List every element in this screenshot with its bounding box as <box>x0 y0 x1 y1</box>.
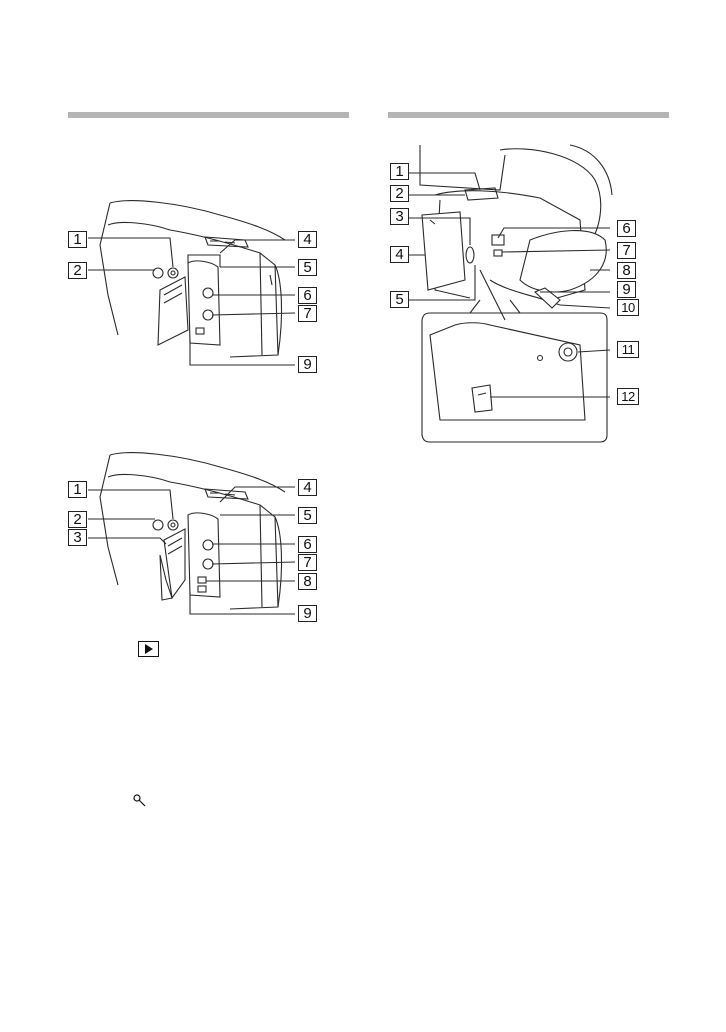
callout-label: 9 <box>298 356 317 373</box>
callout-label: 5 <box>298 259 317 276</box>
callout-label: 8 <box>617 262 636 279</box>
callout-label: 7 <box>298 305 317 322</box>
callout-label: 10 <box>617 299 639 316</box>
callout-label: 4 <box>298 479 317 496</box>
callout-label: 4 <box>298 231 317 248</box>
section-rule-right <box>388 112 669 118</box>
callout-label: 6 <box>298 287 317 304</box>
callout-label: 7 <box>617 242 636 259</box>
callout-label: 9 <box>617 281 636 298</box>
callout-label: 8 <box>298 573 317 590</box>
callout-label: 6 <box>298 536 317 553</box>
callout-label: 1 <box>68 481 87 498</box>
camcorder-side-illustration-1 <box>60 185 340 375</box>
callout-label: 1 <box>68 231 87 248</box>
callout-label: 2 <box>68 511 87 528</box>
callout-label: 6 <box>617 220 636 237</box>
callout-label: 7 <box>298 554 317 571</box>
callout-label: 9 <box>298 605 317 622</box>
callout-label: 3 <box>68 529 87 546</box>
callout-label: 5 <box>298 507 317 524</box>
play-icon <box>138 641 159 657</box>
callout-label: 1 <box>390 163 409 180</box>
callout-label: 5 <box>390 291 409 308</box>
callout-label: 12 <box>617 388 639 405</box>
callout-label: 3 <box>390 208 409 225</box>
callout-label: 2 <box>68 262 87 279</box>
callout-label: 11 <box>617 341 639 358</box>
note-icon <box>132 793 148 809</box>
section-rule-left <box>68 112 349 118</box>
camcorder-side-illustration-2 <box>60 440 340 630</box>
callout-label: 4 <box>390 246 409 263</box>
callout-label: 2 <box>390 185 409 202</box>
